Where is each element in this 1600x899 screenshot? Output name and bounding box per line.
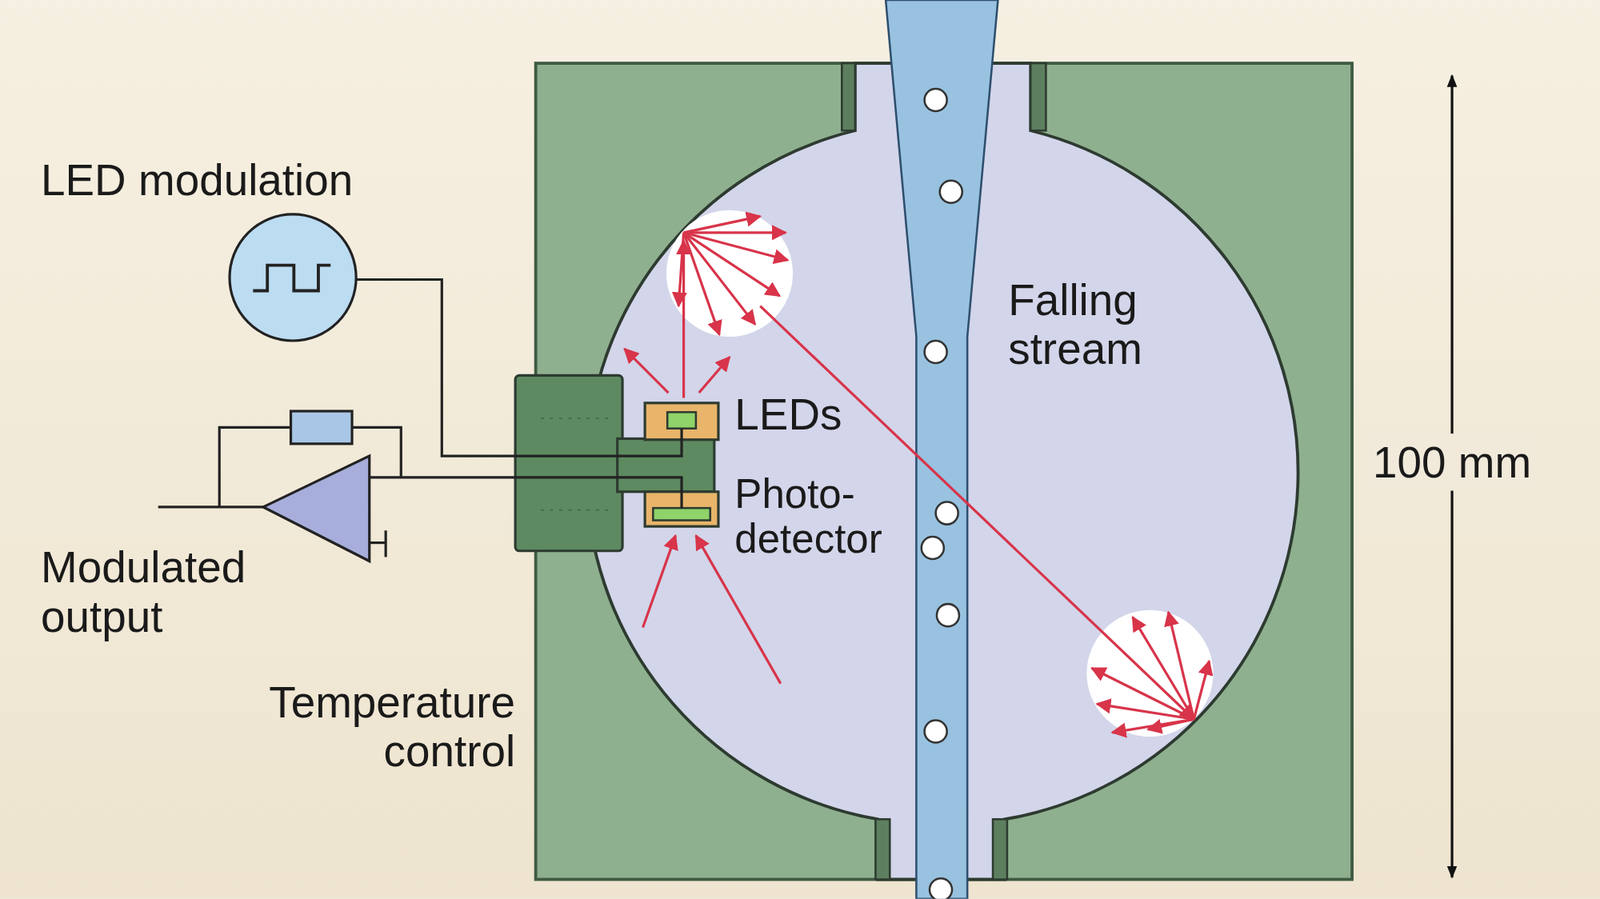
feedback-resistor (291, 411, 353, 444)
part-label: Temperature control (208, 677, 516, 776)
sensor-stem (617, 438, 715, 492)
led-chip (667, 412, 696, 428)
sensor-block (515, 375, 623, 551)
block-detail (540, 418, 612, 511)
falling-stream (885, 0, 998, 899)
oscillator-symbol (229, 214, 356, 341)
scatter-spot (1086, 610, 1213, 737)
part-label: LEDs (734, 389, 888, 439)
amplifier-symbol (263, 456, 370, 561)
inlet-wall (841, 63, 856, 131)
signal-label: Modulated output (40, 543, 296, 641)
part-label: Falling stream (1008, 275, 1187, 373)
square-wave (252, 265, 331, 292)
signal-label: LED modulation (40, 155, 449, 204)
outlet-wall (875, 819, 890, 880)
photodetector-chip (652, 508, 710, 520)
wires (158, 279, 682, 557)
outlet-wall (992, 819, 1008, 880)
part-label: Photo- detector (734, 471, 906, 561)
dimension-label: 100 mm (1366, 433, 1537, 491)
inlet-wall (1030, 63, 1046, 131)
